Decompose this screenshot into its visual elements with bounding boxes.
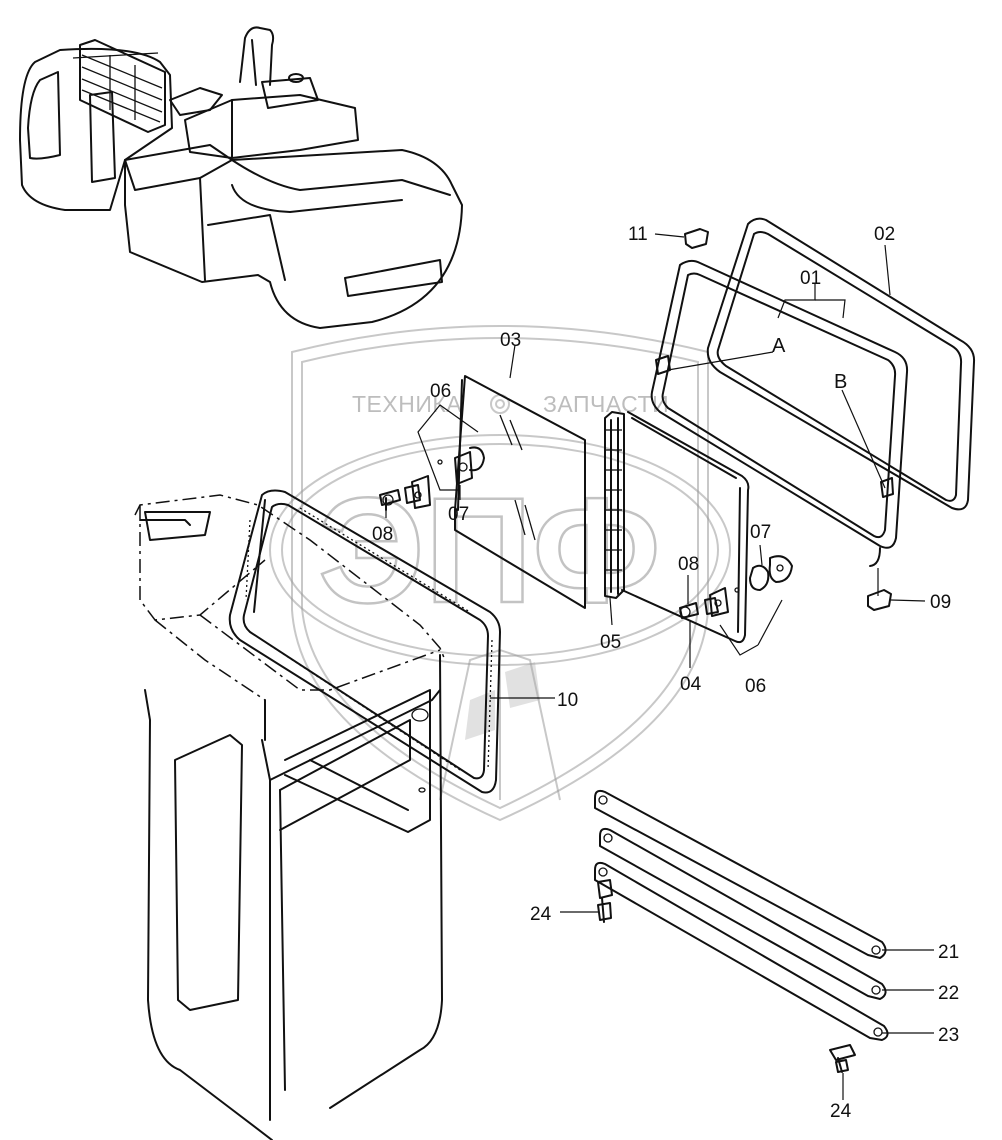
- bolt-24-bottom: [829, 1044, 856, 1073]
- watermark-right-text: ЗАПЧАСТИ: [543, 391, 669, 417]
- stopper-10: [684, 228, 709, 249]
- callout-24-top: 24: [530, 904, 552, 925]
- callout-21: 21: [938, 942, 959, 963]
- callout-08-left: 08: [372, 524, 393, 545]
- watermark-left-text: ТЕХНИКА: [352, 391, 462, 417]
- callout-11: 10: [557, 690, 578, 711]
- callout-06-left: 06: [430, 381, 451, 402]
- stay-bar-21: [594, 789, 887, 959]
- sliding-glass-04: [621, 411, 750, 644]
- callout-A: A: [772, 335, 786, 357]
- excavator-overview: [19, 26, 463, 329]
- stay-bar-23: [594, 861, 889, 1041]
- leader-lines: [385, 233, 934, 1100]
- glass-panel-03: [454, 375, 586, 609]
- callout-08-right: 08: [678, 554, 699, 575]
- callout-01: 01: [800, 268, 821, 289]
- callout-05: 05: [600, 632, 621, 653]
- stopper-09: [867, 589, 892, 611]
- callout-03: 03: [500, 330, 521, 351]
- window-seal-11: [228, 489, 501, 794]
- callout-07-left: 07: [448, 504, 469, 525]
- callout-22: 22: [938, 983, 959, 1004]
- window-frame-01: [650, 259, 909, 567]
- callout-B: B: [834, 371, 847, 393]
- callout-06-right: 06: [745, 676, 766, 697]
- callout-24-bottom: 24: [830, 1101, 852, 1122]
- callout-07-right: 07: [750, 522, 771, 543]
- callout-09: 09: [930, 592, 951, 613]
- cab-body: [134, 494, 446, 1140]
- bolt-24-top: [597, 879, 613, 923]
- stay-bar-22: [599, 827, 887, 1000]
- latch-group-left: [379, 404, 485, 511]
- callout-labels: 03 11 02 01 A B 06 07 08 07 08 09 05 04 …: [372, 224, 959, 1122]
- callout-10: 11: [628, 224, 648, 245]
- callout-23: 23: [938, 1025, 959, 1046]
- callout-02: 02: [874, 224, 895, 245]
- latch-group-right: [679, 555, 793, 656]
- watermark-wheat-icon: [439, 648, 561, 801]
- callout-04: 04: [680, 674, 702, 695]
